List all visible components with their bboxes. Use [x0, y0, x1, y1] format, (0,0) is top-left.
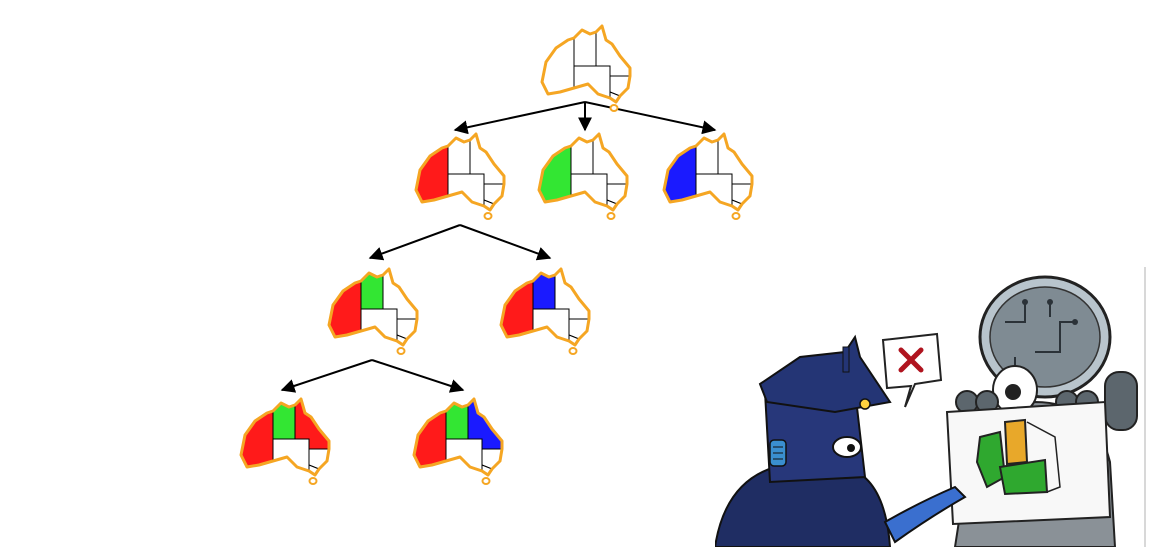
- rejection-x-icon: [881, 332, 943, 408]
- region-sa: [570, 173, 608, 207]
- robot-guard: [715, 334, 967, 547]
- map-node-level2-1: [497, 265, 597, 355]
- robot-scientist: [945, 275, 1138, 547]
- tree-edge-6: [371, 359, 465, 393]
- tree-edge-2: [584, 101, 717, 135]
- region-t: [396, 347, 406, 355]
- map-node-root-0: [538, 22, 638, 112]
- tree-edge-4: [459, 224, 552, 261]
- region-sa: [272, 438, 310, 472]
- map-node-level2-0: [325, 265, 425, 355]
- region-t: [483, 212, 493, 220]
- map-node-level1-0: [412, 130, 512, 220]
- region-sa: [532, 308, 570, 342]
- coastline: [414, 132, 506, 212]
- region-t: [606, 212, 616, 220]
- australia-map: [540, 24, 632, 112]
- coastline: [412, 397, 504, 477]
- coastline: [499, 267, 591, 347]
- tree-edge-0: [453, 101, 586, 135]
- map-node-level1-1: [535, 130, 635, 220]
- australia-map: [414, 132, 506, 220]
- map-node-level1-2: [660, 130, 760, 220]
- region-sa: [695, 173, 733, 207]
- region-t: [308, 477, 318, 485]
- australia-map: [412, 397, 504, 485]
- australia-map: [537, 132, 629, 220]
- region-sa: [447, 173, 485, 207]
- map-node-level3-1: [410, 395, 510, 485]
- australia-map: [499, 267, 591, 355]
- region-t: [568, 347, 578, 355]
- coastline: [540, 24, 632, 104]
- region-sa: [360, 308, 398, 342]
- map-node-level3-0: [237, 395, 337, 485]
- coastline: [537, 132, 629, 212]
- region-t: [609, 104, 619, 112]
- region-sa: [573, 65, 611, 99]
- cartoon-illustration: [715, 267, 1146, 547]
- coastline: [327, 267, 419, 347]
- coastline: [239, 397, 331, 477]
- region-sa: [445, 438, 483, 472]
- tree-edge-3: [368, 224, 461, 261]
- australia-map: [327, 267, 419, 355]
- australia-map: [662, 132, 754, 220]
- tree-edge-5: [280, 359, 373, 393]
- coastline: [662, 132, 754, 212]
- region-t: [731, 212, 741, 220]
- australia-map: [239, 397, 331, 485]
- region-t: [481, 477, 491, 485]
